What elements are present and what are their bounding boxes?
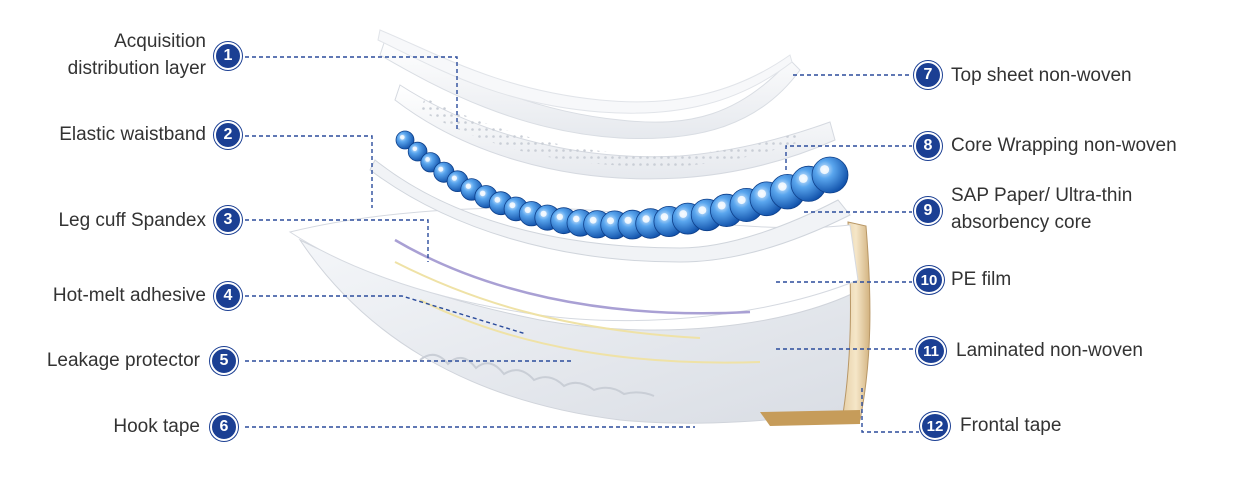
badge-3: 3 [214, 206, 242, 234]
badge-12: 12 [920, 412, 950, 440]
label-6: Hook tape [113, 416, 200, 437]
connector-lines [245, 56, 919, 433]
sap-beads [395, 130, 849, 240]
sap-bead-highlight [589, 216, 597, 224]
adhesive-line-1 [394, 261, 701, 339]
sap-bead-highlight [778, 182, 787, 191]
label-12: Frontal tape [960, 415, 1062, 436]
sap-bead-highlight [642, 215, 650, 223]
sap-bead [407, 141, 428, 162]
label-4: Hot-melt adhesive [52, 285, 206, 306]
sap-bead-highlight [698, 206, 707, 215]
connector-3 [245, 219, 429, 262]
sap-bead-highlight [524, 206, 531, 214]
label-8: Core Wrapping non-woven [951, 135, 1177, 156]
sap-bead-highlight [798, 174, 808, 183]
badge-11: 11 [916, 337, 946, 365]
sap-bead-highlight [425, 157, 430, 162]
badge-10: 10 [914, 266, 944, 294]
sap-bead-highlight [465, 183, 472, 189]
acquisition-dots [420, 98, 800, 167]
connector-8 [785, 145, 912, 170]
sap-bead-highlight [556, 213, 563, 220]
label-1-line2: distribution layer [67, 58, 206, 79]
sap-bead-highlight [737, 195, 746, 205]
label-1-line1: Acquisition [114, 31, 206, 52]
ruffle-edge [419, 353, 655, 397]
top-sheet-shape [379, 39, 801, 140]
label-11: Laminated non-woven [956, 340, 1143, 361]
label-3: Leg cuff Spandex [58, 210, 206, 231]
label-7: Top sheet non-woven [951, 65, 1132, 86]
sap-bead-highlight [479, 190, 486, 197]
sap-bead-highlight [494, 196, 501, 203]
label-5: Leakage protector [46, 350, 200, 371]
sap-bead-highlight [540, 210, 547, 217]
leg-cuff-line [394, 238, 751, 315]
sap-bead-highlight [573, 215, 580, 223]
connector-12 [861, 388, 919, 433]
frontal-tape-base [760, 410, 860, 426]
connector-2 [245, 135, 373, 208]
badge-8: 8 [914, 132, 942, 160]
label-9: SAP Paper/ Ultra-thin absorbency core [951, 182, 1132, 236]
sap-bead-highlight [509, 202, 516, 209]
label-2: Elastic waistband [59, 124, 206, 145]
badge-7: 7 [914, 61, 942, 89]
sap-bead-highlight [400, 135, 405, 140]
badge-5: 5 [210, 347, 238, 375]
badge-1: 1 [214, 42, 242, 70]
label-10: PE film [951, 269, 1012, 290]
sap-bead-highlight [438, 166, 444, 172]
sap-bead-highlight [412, 146, 418, 152]
badge-2: 2 [214, 121, 242, 149]
sap-bead-highlight [660, 213, 669, 221]
sap-bead [395, 130, 415, 150]
badge-9: 9 [914, 197, 942, 225]
label-9-line1: SAP Paper/ Ultra-thin [951, 185, 1133, 206]
sap-bead [811, 156, 849, 194]
sap-bead-highlight [624, 216, 632, 224]
label-9-line2: absorbency core [951, 212, 1092, 233]
sap-bead-highlight [679, 210, 688, 218]
connector-1 [245, 56, 458, 130]
badge-6: 6 [210, 413, 238, 441]
sap-bead-highlight [757, 189, 766, 198]
connector-4 [245, 295, 527, 335]
sap-bead-highlight [451, 175, 457, 181]
sap-bead-highlight [717, 201, 726, 210]
badge-4: 4 [214, 282, 242, 310]
top-sheet-back [377, 29, 793, 114]
sap-bead-highlight [820, 165, 830, 175]
core-wrapping-shape [369, 159, 851, 263]
adhesive-line-2 [419, 299, 761, 364]
label-1: Acquisition distribution layer [68, 28, 206, 82]
sap-bead-highlight [607, 217, 614, 225]
